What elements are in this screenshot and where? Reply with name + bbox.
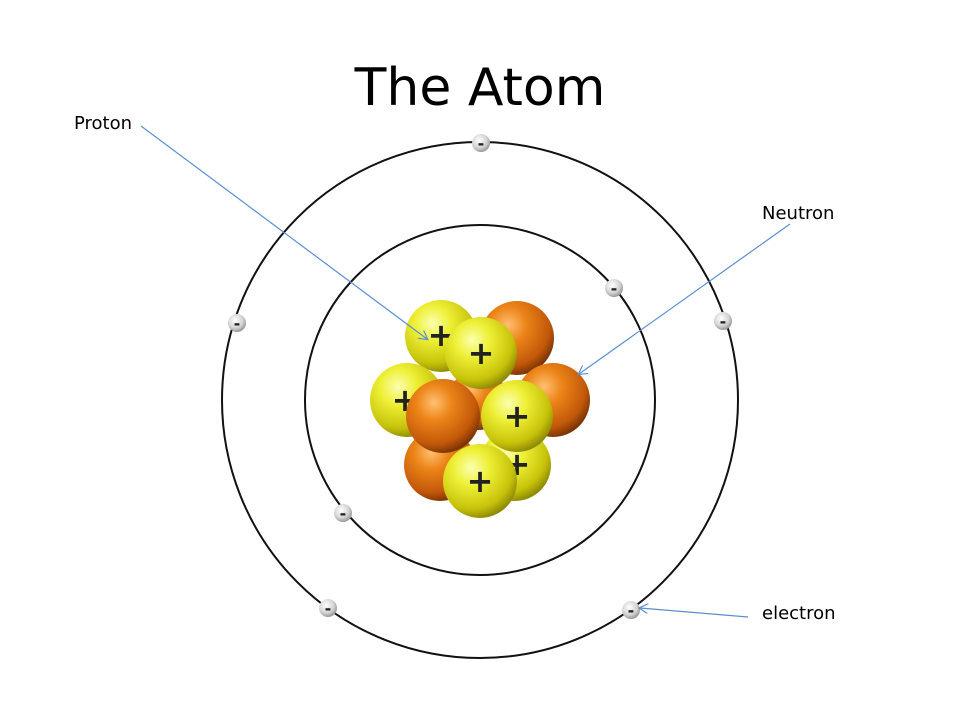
electron-symbol: - <box>340 504 347 523</box>
proton-pointer <box>140 125 427 339</box>
electron-symbol: - <box>611 279 618 298</box>
neutron-sphere <box>406 379 480 453</box>
electron: - <box>334 504 352 523</box>
electron-label: electron <box>762 603 836 624</box>
proton-sphere: + <box>443 444 517 518</box>
electron-symbol: - <box>720 312 727 331</box>
neutron-label: Neutron <box>762 203 835 224</box>
electron: - <box>319 599 337 618</box>
proton-label: Proton <box>74 113 133 134</box>
electron: - <box>714 312 732 331</box>
proton-symbol: + <box>468 334 495 372</box>
proton-symbol: + <box>504 397 531 435</box>
electron-symbol: - <box>234 314 241 333</box>
electron-symbol: - <box>325 599 332 618</box>
electron-symbol: - <box>628 601 635 620</box>
inner-orbit <box>304 224 656 576</box>
electron-pointer <box>640 608 749 618</box>
electron: - <box>605 279 623 298</box>
electron-symbol: - <box>478 134 485 153</box>
proton-symbol: + <box>467 462 494 500</box>
electron: - <box>472 134 490 153</box>
electron: - <box>228 314 246 333</box>
proton-sphere: + <box>445 317 517 389</box>
page-title: The Atom <box>354 58 606 118</box>
proton-sphere: + <box>481 380 553 452</box>
neutron-pointer <box>579 223 791 374</box>
electron: - <box>622 601 640 620</box>
